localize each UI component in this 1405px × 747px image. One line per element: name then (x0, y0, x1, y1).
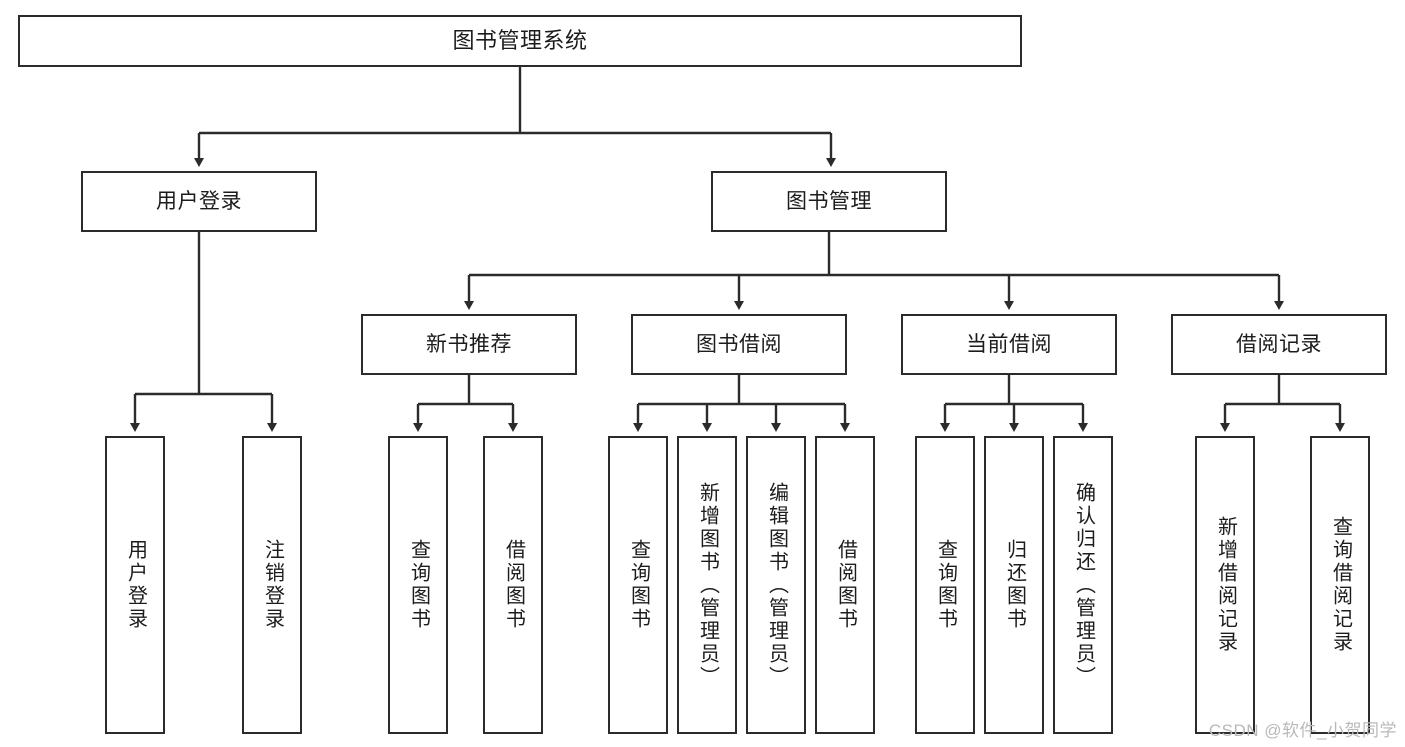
node-book-borrow[interactable]: 图书借阅 (631, 314, 847, 375)
node-root-label: 图书管理系统 (452, 27, 588, 53)
node-root[interactable]: 图书管理系统 (18, 15, 1022, 67)
leaf-query-book-recommend[interactable]: 查询图书 (388, 436, 448, 734)
leaf-query-borrow-record-label: 查询借阅记录 (1329, 516, 1352, 654)
leaf-query-book-recommend-label: 查询图书 (407, 539, 430, 631)
leaf-borrow-book-label: 借阅图书 (834, 539, 857, 631)
leaf-add-borrow-record-label: 新增借阅记录 (1214, 516, 1237, 654)
leaf-confirm-return-admin-label: 确认归还（管理员） (1072, 481, 1095, 689)
leaf-query-borrow-record[interactable]: 查询借阅记录 (1310, 436, 1370, 734)
leaf-borrow-book-recommend-label: 借阅图书 (502, 539, 525, 631)
leaf-query-book-borrow-label: 查询图书 (627, 539, 650, 631)
leaf-return-book-label: 归还图书 (1003, 539, 1026, 631)
node-user-login-label: 用户登录 (156, 189, 242, 213)
node-new-book-recommend-label: 新书推荐 (426, 332, 512, 356)
leaf-query-book-current-label: 查询图书 (934, 539, 957, 631)
node-book-management-label: 图书管理 (786, 189, 872, 213)
leaf-user-login-label: 用户登录 (124, 539, 147, 631)
leaf-borrow-book[interactable]: 借阅图书 (815, 436, 875, 734)
leaf-logout[interactable]: 注销登录 (242, 436, 302, 734)
leaf-query-book-borrow[interactable]: 查询图书 (608, 436, 668, 734)
leaf-edit-book-admin-label: 编辑图书（管理员） (765, 481, 788, 689)
node-book-management[interactable]: 图书管理 (711, 171, 947, 232)
node-current-borrow[interactable]: 当前借阅 (901, 314, 1117, 375)
node-book-borrow-label: 图书借阅 (696, 332, 782, 356)
leaf-query-book-current[interactable]: 查询图书 (915, 436, 975, 734)
node-borrow-record[interactable]: 借阅记录 (1171, 314, 1387, 375)
node-borrow-record-label: 借阅记录 (1236, 332, 1322, 356)
leaf-edit-book-admin[interactable]: 编辑图书（管理员） (746, 436, 806, 734)
leaf-borrow-book-recommend[interactable]: 借阅图书 (483, 436, 543, 734)
node-current-borrow-label: 当前借阅 (966, 332, 1052, 356)
node-new-book-recommend[interactable]: 新书推荐 (361, 314, 577, 375)
leaf-user-login[interactable]: 用户登录 (105, 436, 165, 734)
leaf-logout-label: 注销登录 (261, 539, 284, 631)
leaf-add-borrow-record[interactable]: 新增借阅记录 (1195, 436, 1255, 734)
watermark: CSDN @软件_小贺同学 (1208, 721, 1397, 740)
leaf-return-book[interactable]: 归还图书 (984, 436, 1044, 734)
leaf-add-book-admin[interactable]: 新增图书（管理员） (677, 436, 737, 734)
node-user-login[interactable]: 用户登录 (81, 171, 317, 232)
leaf-confirm-return-admin[interactable]: 确认归还（管理员） (1053, 436, 1113, 734)
leaf-add-book-admin-label: 新增图书（管理员） (696, 481, 719, 689)
